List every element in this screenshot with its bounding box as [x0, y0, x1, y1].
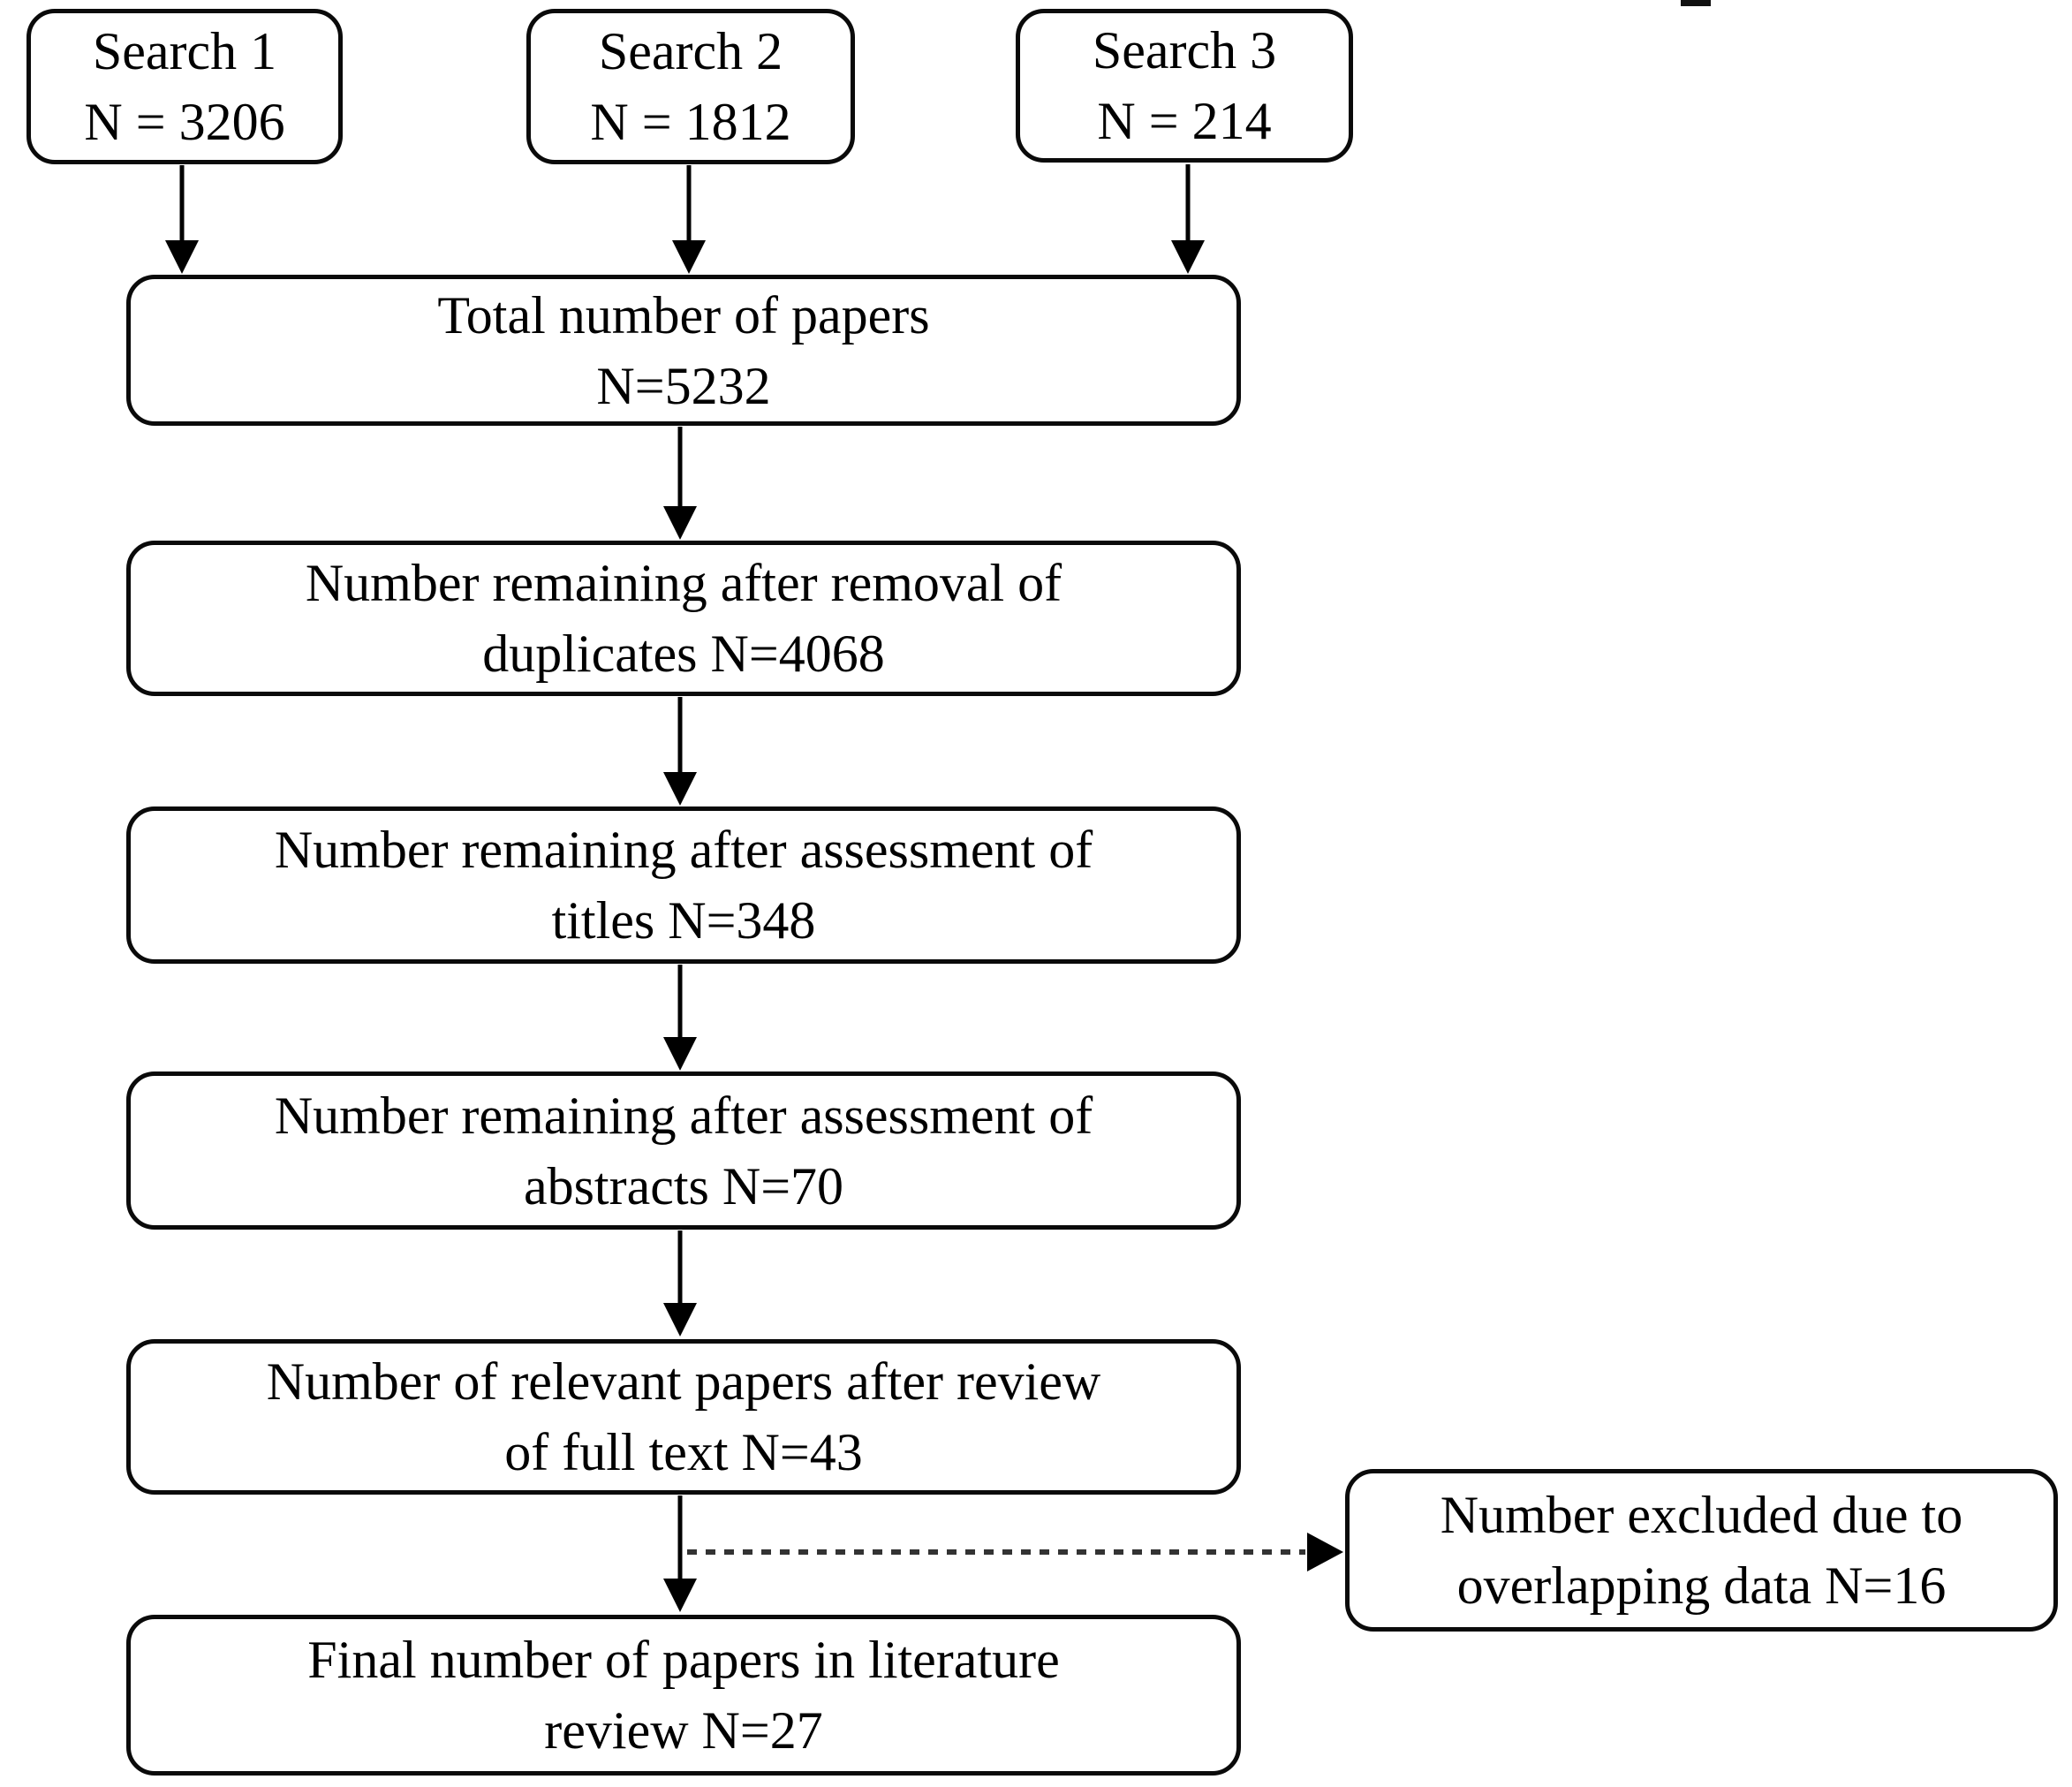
arrow-titles-to-abstracts — [663, 965, 697, 1071]
node-after-abstract-assessment: Number remaining after assessment of abs… — [126, 1071, 1241, 1230]
node-final-papers: Final number of papers in literature rev… — [126, 1615, 1241, 1776]
node-after-title-assessment: Number remaining after assessment of tit… — [126, 806, 1241, 964]
node-after-title-assessment-line2: titles N=348 — [551, 891, 816, 950]
node-total-papers: Total number of papers N=5232 — [126, 275, 1241, 426]
node-excluded-overlapping: Number excluded due to overlapping data … — [1345, 1469, 2058, 1632]
arrow-search2-to-total — [672, 165, 706, 274]
dashed-arrow-fulltext-to-excluded — [687, 1533, 1343, 1571]
node-search-1-line1: Search 1 — [92, 22, 277, 80]
arrow-total-to-duplicates — [663, 427, 697, 540]
arrow-search3-to-total — [1171, 164, 1205, 274]
node-after-fulltext-review-line2: of full text N=43 — [504, 1423, 863, 1481]
node-search-1-line2: N = 3206 — [84, 93, 285, 151]
node-search-3-line2: N = 214 — [1097, 92, 1272, 150]
node-after-duplicate-removal: Number remaining after removal of duplic… — [126, 541, 1241, 696]
node-search-2-line2: N = 1812 — [590, 93, 791, 151]
node-final-papers-line2: review N=27 — [544, 1701, 823, 1760]
node-excluded-overlapping-line1: Number excluded due to — [1440, 1486, 1963, 1544]
node-total-papers-line1: Total number of papers — [437, 285, 930, 345]
node-after-duplicate-removal-line2: duplicates N=4068 — [482, 625, 885, 683]
node-search-1: Search 1 N = 3206 — [26, 9, 343, 164]
arrow-duplicates-to-titles — [663, 697, 697, 806]
arrow-search1-to-total — [165, 165, 199, 274]
node-after-title-assessment-line1: Number remaining after assessment of — [274, 821, 1093, 879]
node-search-3-line1: Search 3 — [1092, 21, 1277, 80]
node-search-3: Search 3 N = 214 — [1016, 9, 1353, 163]
node-after-abstract-assessment-line2: abstracts N=70 — [523, 1156, 844, 1215]
node-excluded-overlapping-line2: overlapping data N=16 — [1456, 1556, 1947, 1615]
node-total-papers-line2: N=5232 — [596, 356, 771, 415]
arrow-fulltext-to-final — [663, 1495, 697, 1612]
node-after-fulltext-review: Number of relevant papers after review o… — [126, 1339, 1241, 1495]
node-search-2-line1: Search 2 — [598, 22, 783, 80]
cropped-text-artifact — [1681, 0, 1711, 6]
node-after-duplicate-removal-line1: Number remaining after removal of — [305, 554, 1062, 612]
arrow-abstracts-to-fulltext — [663, 1230, 697, 1336]
node-after-fulltext-review-line1: Number of relevant papers after review — [266, 1352, 1101, 1411]
node-search-2: Search 2 N = 1812 — [526, 9, 855, 164]
node-final-papers-line1: Final number of papers in literature — [307, 1631, 1060, 1689]
node-after-abstract-assessment-line1: Number remaining after assessment of — [274, 1086, 1093, 1145]
